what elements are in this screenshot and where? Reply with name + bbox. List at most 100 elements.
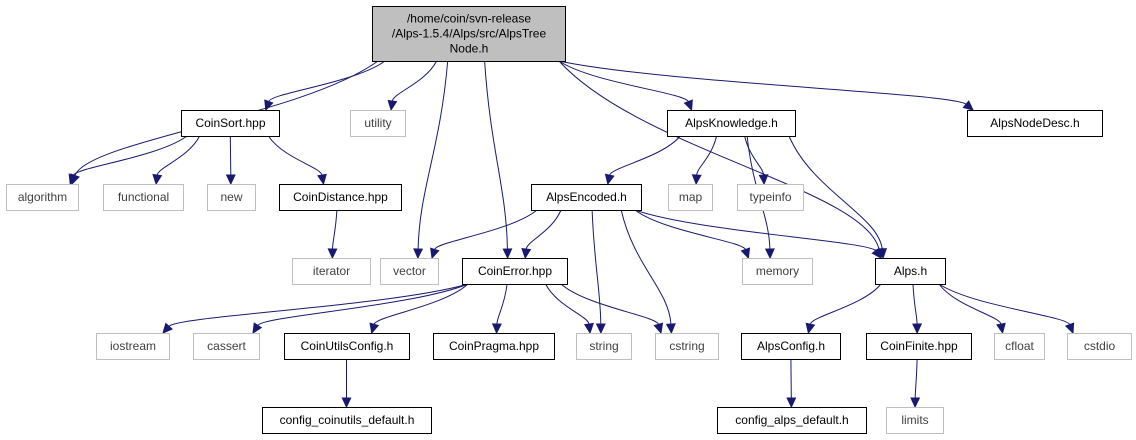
node-configcoinutils[interactable]: config_coinutils_default.h [262, 407, 432, 434]
node-memory: memory [742, 258, 813, 285]
node-new: new [207, 184, 256, 211]
node-alpsencoded[interactable]: AlpsEncoded.h [531, 184, 642, 211]
node-label: cassert [207, 339, 246, 353]
arrowhead-icon [996, 322, 1006, 335]
edge-line [696, 135, 718, 176]
edge-coinerror-to-cstring [560, 283, 664, 335]
node-box [1067, 333, 1132, 360]
node-label: limits [901, 413, 928, 427]
edge-coinerror-to-coinutilsconfig [369, 283, 469, 335]
node-box[interactable] [284, 333, 410, 360]
edge-alpsencoded-to-string [591, 209, 606, 335]
edge-root-to-utility [387, 60, 438, 112]
node-box[interactable] [262, 407, 432, 434]
node-label: iostream [110, 339, 156, 353]
edge-line [268, 60, 386, 102]
node-box [737, 184, 804, 211]
node-label: AlpsNodeDesc.h [990, 116, 1079, 130]
edge-alps-to-cstdio [938, 283, 1075, 335]
node-label: config_coinutils_default.h [280, 413, 415, 427]
node-label: CoinDistance.hpp [293, 190, 388, 204]
node-box [886, 407, 944, 434]
node-label: CoinPragma.hpp [449, 339, 539, 353]
node-label: CoinSort.hpp [195, 116, 265, 130]
edge-root-to-coinerror [484, 60, 513, 260]
arrowhead-icon [225, 174, 236, 186]
node-alps[interactable]: Alps.h [875, 258, 946, 285]
node-coindistance[interactable]: CoinDistance.hpp [279, 184, 402, 211]
edge-line [434, 209, 538, 250]
node-cfloat: cfloat [994, 333, 1045, 360]
node-label: utility [364, 116, 391, 130]
node-box[interactable] [279, 184, 402, 211]
edge-line [558, 60, 967, 105]
node-label: algorithm [18, 190, 67, 204]
node-configalps[interactable]: config_alps_default.h [717, 407, 867, 434]
node-coinutilsconfig[interactable]: CoinUtilsConfig.h [284, 333, 410, 360]
node-box [6, 184, 79, 211]
node-map: map [668, 184, 713, 211]
edge-coinsort-to-new [225, 135, 236, 186]
edge-line [609, 135, 681, 176]
arrowhead-icon [665, 323, 676, 335]
edge-root-to-alpsnodedesc [558, 60, 974, 111]
node-box [207, 184, 256, 211]
node-label: iterator [313, 264, 350, 278]
arrowhead-icon [740, 247, 751, 260]
node-label: new [220, 190, 242, 204]
node-label: AlpsEncoded.h [546, 190, 627, 204]
arrowhead-icon [152, 173, 163, 186]
edge-line [634, 209, 746, 250]
arrowhead-icon [341, 397, 352, 409]
node-coinerror[interactable]: CoinError.hpp [462, 258, 568, 285]
node-box[interactable] [372, 6, 566, 62]
node-box[interactable] [866, 333, 972, 360]
node-limits: limits [886, 407, 944, 434]
node-box[interactable] [875, 258, 946, 285]
edge-line [634, 209, 877, 252]
node-root[interactable]: /home/coin/svn-release/Alps-1.5.4/Alps/s… [372, 6, 566, 62]
node-typeinfo: typeinfo [737, 184, 804, 211]
edge-coindistance-to-iterator [327, 209, 338, 260]
edge-line [391, 60, 438, 102]
node-cstring: cstring [655, 333, 719, 360]
node-box [350, 110, 406, 137]
node-box [96, 333, 170, 360]
node-box[interactable] [967, 110, 1103, 137]
arrowhead-icon [912, 323, 923, 335]
edge-root-to-coinsort [264, 60, 386, 112]
node-box[interactable] [717, 407, 867, 434]
edge-alps-to-cfloat [938, 283, 1006, 335]
node-cstdio: cstdio [1067, 333, 1132, 360]
node-box[interactable] [181, 110, 280, 137]
node-label: functional [118, 190, 169, 204]
node-label: map [679, 190, 703, 204]
node-alpsknowledge[interactable]: AlpsKnowledge.h [667, 110, 796, 137]
arrowhead-icon [162, 322, 174, 334]
node-label: AlpsKnowledge.h [685, 116, 778, 130]
edge-coinutilsconfig-to-configcoinutils [341, 358, 352, 409]
node-box[interactable] [462, 258, 568, 285]
arrowhead-icon [758, 174, 769, 186]
arrowhead-icon [369, 322, 380, 335]
edge-line [268, 135, 323, 176]
node-box[interactable] [531, 184, 642, 211]
edge-alpsknowledge-to-map [691, 135, 718, 186]
node-label: cstring [669, 339, 704, 353]
edge-alps-to-alpsconfig [805, 283, 882, 335]
node-box[interactable] [741, 333, 841, 360]
edge-alpsencoded-to-vector [430, 209, 538, 260]
node-alpsnodedesc[interactable]: AlpsNodeDesc.h [967, 110, 1103, 137]
arrowhead-icon [604, 173, 615, 186]
edge-line [72, 135, 188, 176]
edge-alpsencoded-to-coinerror [521, 209, 562, 260]
node-box[interactable] [433, 333, 555, 360]
node-coinfinite[interactable]: CoinFinite.hpp [866, 333, 972, 360]
node-coinsort[interactable]: CoinSort.hpp [181, 110, 280, 137]
node-alpsconfig[interactable]: AlpsConfig.h [741, 333, 841, 360]
node-box[interactable] [667, 110, 796, 137]
edge-coinerror-to-string [545, 283, 594, 335]
edge-root-to-vector [413, 60, 449, 260]
node-coinpragma[interactable]: CoinPragma.hpp [433, 333, 555, 360]
